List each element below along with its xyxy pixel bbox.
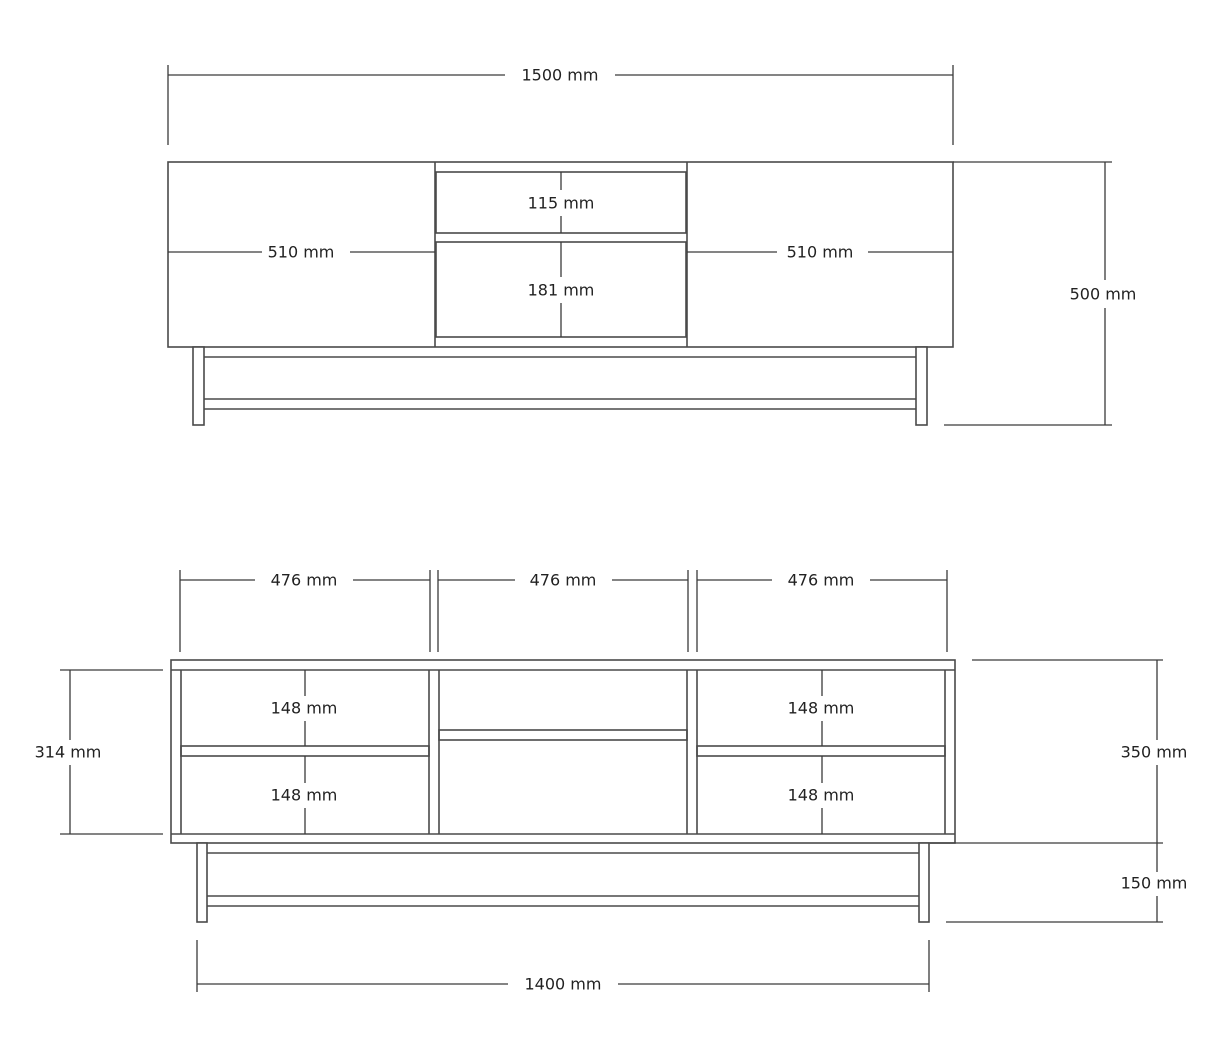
center-shelf: [438, 729, 688, 741]
upper-drawer-height-label: 115 mm: [528, 194, 595, 213]
door-width-dimensions: 510 mm 510 mm: [168, 243, 953, 262]
right-section-width-label: 476 mm: [788, 571, 855, 590]
overall-height-label: 500 mm: [1070, 285, 1137, 304]
leg-height-label: 150 mm: [1121, 874, 1188, 893]
cabinet-frame: [170, 659, 956, 844]
cabinet-open: [170, 659, 956, 923]
lower-drawer-height-label: 181 mm: [528, 281, 595, 300]
leg-span-label: 1400 mm: [525, 975, 602, 994]
inner-height-label: 314 mm: [35, 743, 102, 762]
body-height-label: 350 mm: [1121, 743, 1188, 762]
right-leg: [915, 346, 928, 426]
side-height-dimensions: 350 mm 150 mm: [930, 659, 1188, 923]
open-view: 476 mm 476 mm 476 mm: [35, 570, 1188, 994]
overall-width-label: 1500 mm: [522, 66, 599, 85]
left-leg: [196, 842, 208, 923]
section-width-dimensions: 476 mm 476 mm 476 mm: [179, 570, 948, 652]
leg-span-dimension: 1400 mm: [196, 940, 930, 994]
inner-height-dimension: 314 mm: [35, 669, 163, 835]
left-upper-shelf-label: 148 mm: [271, 699, 338, 718]
center-section-width-label: 476 mm: [530, 571, 597, 590]
left-section-width-label: 476 mm: [271, 571, 338, 590]
right-door-width-label: 510 mm: [787, 243, 854, 262]
right-lower-shelf-label: 148 mm: [788, 786, 855, 805]
left-leg: [192, 346, 205, 426]
overall-width-dimension: 1500 mm: [167, 65, 954, 145]
front-view: 1500 mm 510 mm 510 mm 115 mm: [167, 65, 1137, 426]
left-lower-shelf-label: 148 mm: [271, 786, 338, 805]
drawer-height-dimensions: 115 mm 181 mm: [528, 172, 595, 337]
overall-height-dimension: 500 mm: [944, 161, 1137, 426]
right-leg: [918, 842, 930, 923]
shelf-height-dimensions: 148 mm 148 mm 148 mm 148 mm: [271, 670, 855, 834]
right-upper-shelf-label: 148 mm: [788, 699, 855, 718]
right-shelf: [696, 745, 946, 757]
left-door-width-label: 510 mm: [268, 243, 335, 262]
